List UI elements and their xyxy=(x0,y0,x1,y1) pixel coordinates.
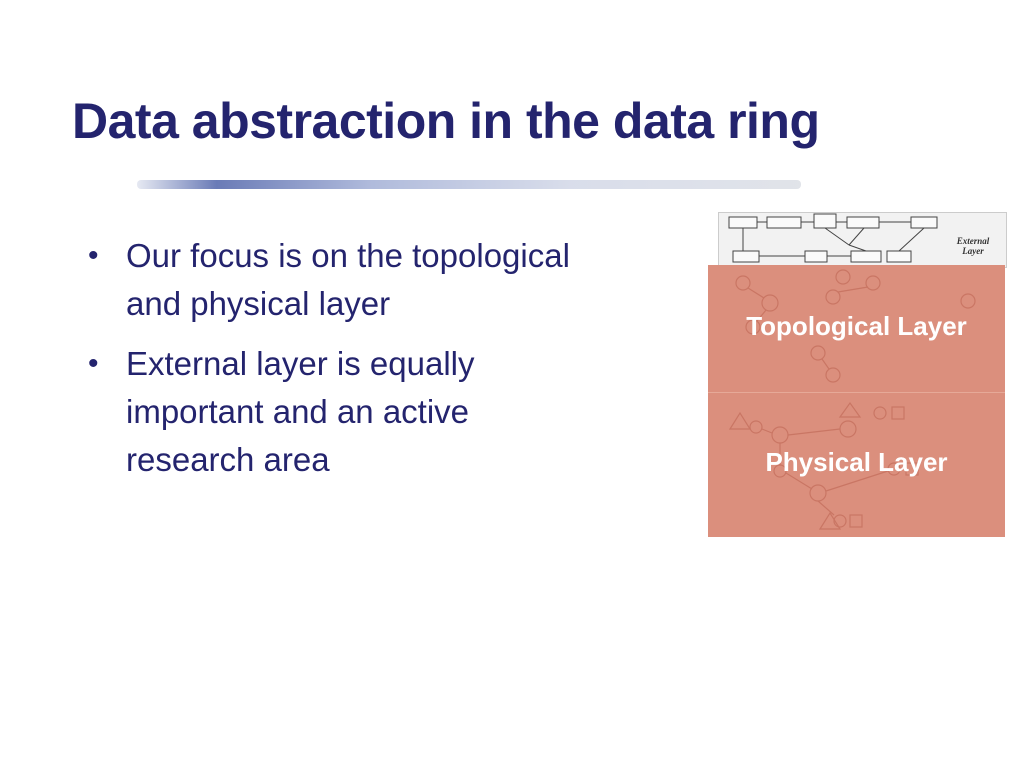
physical-layer-panel: Physical Layer xyxy=(708,393,1005,537)
topological-layer-graph xyxy=(735,269,976,383)
layer-diagram: Topological Layer xyxy=(708,212,1007,537)
bullet-text: Our focus is on the topological and phys… xyxy=(126,237,570,322)
bullet-marker: • xyxy=(88,347,99,380)
slide-title: Data abstraction in the data ring xyxy=(72,93,820,149)
bullet-list: • Our focus is on the topological and ph… xyxy=(88,232,578,496)
external-layer-graph xyxy=(728,213,938,263)
topological-layer-panel: Topological Layer xyxy=(708,265,1005,394)
external-layer-label: External Layer xyxy=(956,236,990,256)
bullet-item: • Our focus is on the topological and ph… xyxy=(88,232,578,328)
title-underline-rule xyxy=(137,180,801,189)
physical-layer-graph xyxy=(728,401,919,530)
bullet-text: External layer is equally important and … xyxy=(126,345,475,478)
bullet-item: • External layer is equally important an… xyxy=(88,340,578,484)
bullet-marker: • xyxy=(88,239,99,272)
topological-layer-label: Topological Layer xyxy=(746,311,967,341)
physical-layer-label: Physical Layer xyxy=(765,447,948,477)
external-layer-panel xyxy=(718,212,1007,268)
